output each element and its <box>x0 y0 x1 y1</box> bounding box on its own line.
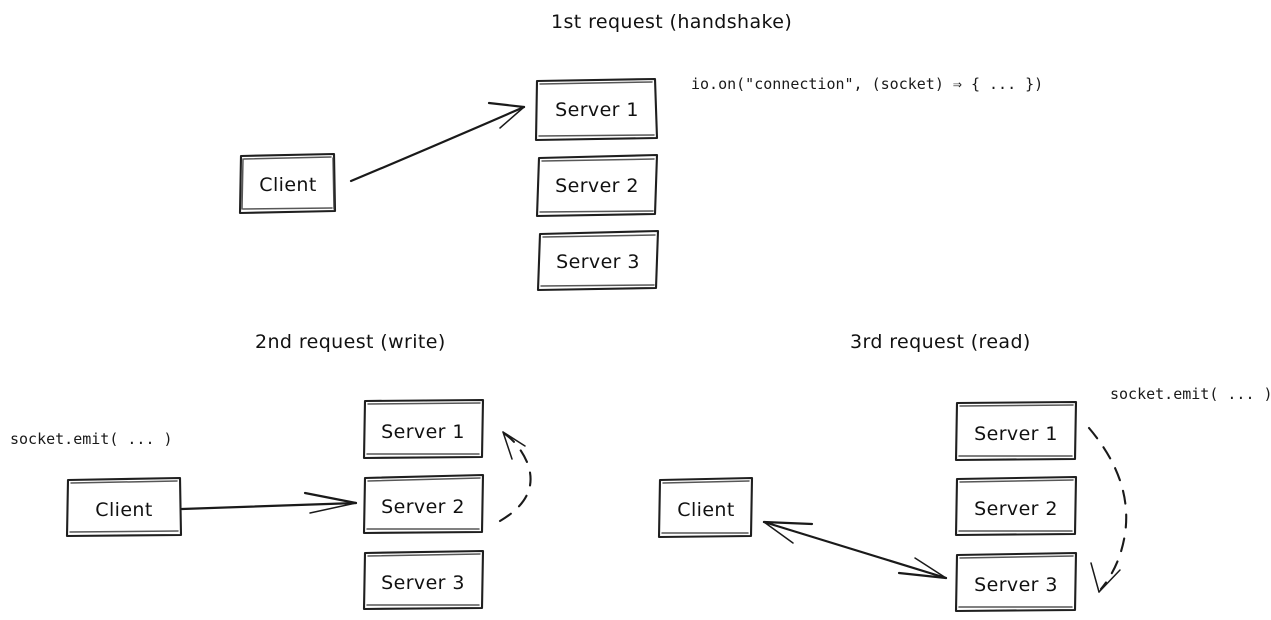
box-server1-write[interactable]: Server 1 <box>362 398 485 460</box>
section-write: 2nd request (write) socket.emit( ... ) C… <box>10 331 532 611</box>
section-title-handshake: 1st request (handshake) <box>551 11 792 33</box>
arrow-client-to-server1 <box>349 101 526 183</box>
box-server1-handshake[interactable]: Server 1 <box>534 77 659 142</box>
box-label: Server 1 <box>974 423 1058 445</box>
box-server3-write[interactable]: Server 3 <box>362 549 485 611</box>
arrow-client-server3-bidirectional <box>762 520 948 580</box>
box-server2-handshake[interactable]: Server 2 <box>535 153 659 218</box>
box-label: Client <box>677 499 734 521</box>
section-title-read: 3rd request (read) <box>850 331 1031 353</box>
box-label: Client <box>95 499 152 521</box>
box-client-handshake[interactable]: Client <box>238 152 337 215</box>
box-label: Server 3 <box>381 572 465 594</box>
section-handshake: 1st request (handshake) io.on("connectio… <box>238 11 1043 292</box>
box-label: Server 1 <box>381 421 465 443</box>
box-client-read[interactable]: Client <box>657 476 754 539</box>
code-note-emit-read: socket.emit( ... ) <box>1110 385 1271 403</box>
box-server1-read[interactable]: Server 1 <box>954 400 1078 462</box>
box-label: Server 2 <box>974 498 1058 520</box>
box-label: Server 3 <box>556 251 640 273</box>
code-note-connection: io.on("connection", (socket) ⇒ { ... }) <box>691 75 1043 93</box>
box-label: Server 1 <box>555 99 639 121</box>
box-server3-read[interactable]: Server 3 <box>954 551 1078 613</box>
box-server2-read[interactable]: Server 2 <box>954 475 1078 537</box>
box-label: Server 2 <box>381 496 465 518</box>
box-server2-write[interactable]: Server 2 <box>362 473 485 535</box>
arrow-client-to-server2 <box>180 491 358 514</box>
code-note-emit-write: socket.emit( ... ) <box>10 430 173 448</box>
box-label: Server 3 <box>974 574 1058 596</box>
box-label: Server 2 <box>555 175 639 197</box>
section-read: 3rd request (read) socket.emit( ... ) Cl… <box>657 331 1271 613</box>
section-title-write: 2nd request (write) <box>255 331 446 353</box>
dashed-arrow-server1-to-server3 <box>1087 426 1128 593</box>
box-client-write[interactable]: Client <box>65 476 183 538</box>
dashed-arrow-server2-to-server1 <box>498 431 532 523</box>
box-server3-handshake[interactable]: Server 3 <box>536 229 660 292</box>
box-label: Client <box>259 174 316 196</box>
